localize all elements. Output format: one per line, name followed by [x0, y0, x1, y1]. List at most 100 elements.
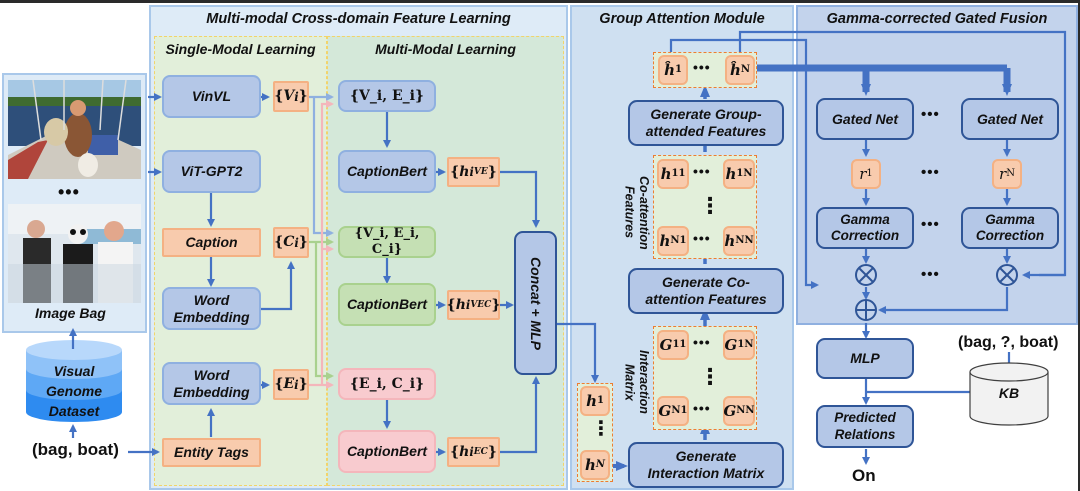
- label-line: Co-attention: [636, 175, 651, 250]
- generate-group-attended-box: Generate Group- attended Features: [628, 100, 784, 146]
- token-base: h: [459, 163, 470, 180]
- token-sub: 1N: [737, 339, 754, 350]
- token-sub: i: [294, 235, 299, 250]
- dataset-label-line: Dataset: [48, 403, 100, 419]
- result-label: On: [852, 466, 876, 485]
- token-base: G: [658, 402, 672, 420]
- g-col-ellipsis: ⋮: [699, 364, 722, 389]
- token-sub: 1N: [736, 168, 753, 179]
- image-bag-label: Image Bag: [35, 305, 106, 321]
- co-attention-label: Co-attention Features: [622, 165, 651, 260]
- token-base: h: [584, 456, 596, 474]
- token-sup: VEC: [470, 299, 492, 310]
- generate-co-attention-box: Generate Co- attention Features: [628, 268, 784, 314]
- image-boat-woman-dog: [8, 80, 141, 179]
- token-base: ĥ: [664, 61, 675, 79]
- visual-genome-dataset-icon: [26, 340, 122, 422]
- g-row-ellipsis: •••: [693, 400, 711, 416]
- predicted-relations-box: Predicted Relations: [816, 405, 914, 448]
- label-line: Matrix: [622, 363, 637, 401]
- vinvl-box: VinVL: [162, 75, 261, 118]
- box-line: Generate: [675, 448, 737, 465]
- mlp-box: MLP: [816, 338, 914, 379]
- gamma-correction-box-n: Gamma Correction: [961, 207, 1059, 249]
- dataset-label: Visual Genome Dataset: [24, 361, 124, 421]
- token-sub: N: [740, 64, 751, 75]
- token-base: G: [659, 336, 673, 354]
- token-base: h: [586, 392, 597, 410]
- token-base: E: [283, 376, 295, 393]
- word-embedding-box-1: Word Embedding: [162, 287, 261, 330]
- box-line: Gamma: [985, 211, 1035, 227]
- single-modal-title: Single-Modal Learning: [165, 41, 316, 57]
- kb-query: (bag, ?, boat): [958, 334, 1059, 351]
- generate-interaction-box: Generate Interaction Matrix: [628, 442, 784, 488]
- right-border: [1078, 0, 1080, 491]
- ve-input-box: {V_i, E_i}: [338, 80, 436, 112]
- entity-tags-box: Entity Tags: [162, 438, 261, 467]
- token-sub: i: [294, 89, 299, 104]
- kb-label: KB: [998, 385, 1020, 401]
- vec-input-box: {V_i, E_i, C_i}: [338, 226, 436, 258]
- token-base: V: [283, 88, 295, 105]
- r-ellipsis: •••: [921, 164, 940, 181]
- token-sub: N: [595, 459, 606, 470]
- captionbert-box-3: CaptionBert: [338, 430, 436, 473]
- box-line: Correction: [975, 228, 1045, 243]
- token-base: h: [724, 232, 736, 250]
- gated-net-box-n: Gated Net: [961, 98, 1059, 140]
- h-hat-ellipsis: •••: [693, 59, 711, 75]
- h-in-ellipsis: ⋮: [591, 418, 612, 440]
- query-pair: (bag, boat): [32, 440, 119, 459]
- token-sub: i: [465, 298, 471, 312]
- token-sub: 1: [674, 64, 682, 75]
- token-base: h: [455, 296, 466, 313]
- box-line: Generate Co-: [662, 274, 750, 291]
- token-base: r: [859, 165, 867, 183]
- gated-net-ellipsis: •••: [921, 106, 940, 123]
- token-sub: i: [469, 165, 474, 179]
- group-attention-title: Group Attention Module: [599, 11, 765, 27]
- caption-box: Caption: [162, 228, 261, 257]
- interaction-matrix-label: Interaction Matrix: [622, 342, 650, 422]
- gated-fusion-title: Gamma-corrected Gated Fusion: [826, 11, 1048, 27]
- word-embedding-box-2: Word Embedding: [162, 362, 261, 405]
- token-sup: VE: [473, 166, 488, 177]
- box-line: Gamma: [840, 211, 890, 227]
- word-embedding-line: Word: [193, 291, 230, 308]
- word-embedding-line: Word: [193, 366, 230, 383]
- word-embedding-line: Embedding: [173, 308, 250, 325]
- box-line: attention Features: [645, 291, 767, 307]
- captionbert-box-1: CaptionBert: [338, 150, 436, 193]
- token-sub: NN: [735, 235, 754, 246]
- dataset-label-line: Visual: [53, 363, 95, 379]
- gated-net-box-1: Gated Net: [816, 98, 914, 140]
- token-base: r: [999, 165, 1007, 183]
- box-line: attended Features: [645, 123, 767, 139]
- label-line: Features: [622, 186, 637, 239]
- token-sub: N1: [671, 405, 688, 416]
- captionbert-box-2: CaptionBert: [338, 283, 436, 326]
- gamma-correction-box-1: Gamma Correction: [816, 207, 914, 249]
- feature-learning-title: Multi-modal Cross-domain Feature Learnin…: [206, 11, 511, 27]
- token-base: G: [724, 336, 738, 354]
- token-sub: N1: [670, 235, 687, 246]
- token-sub: i: [469, 445, 474, 459]
